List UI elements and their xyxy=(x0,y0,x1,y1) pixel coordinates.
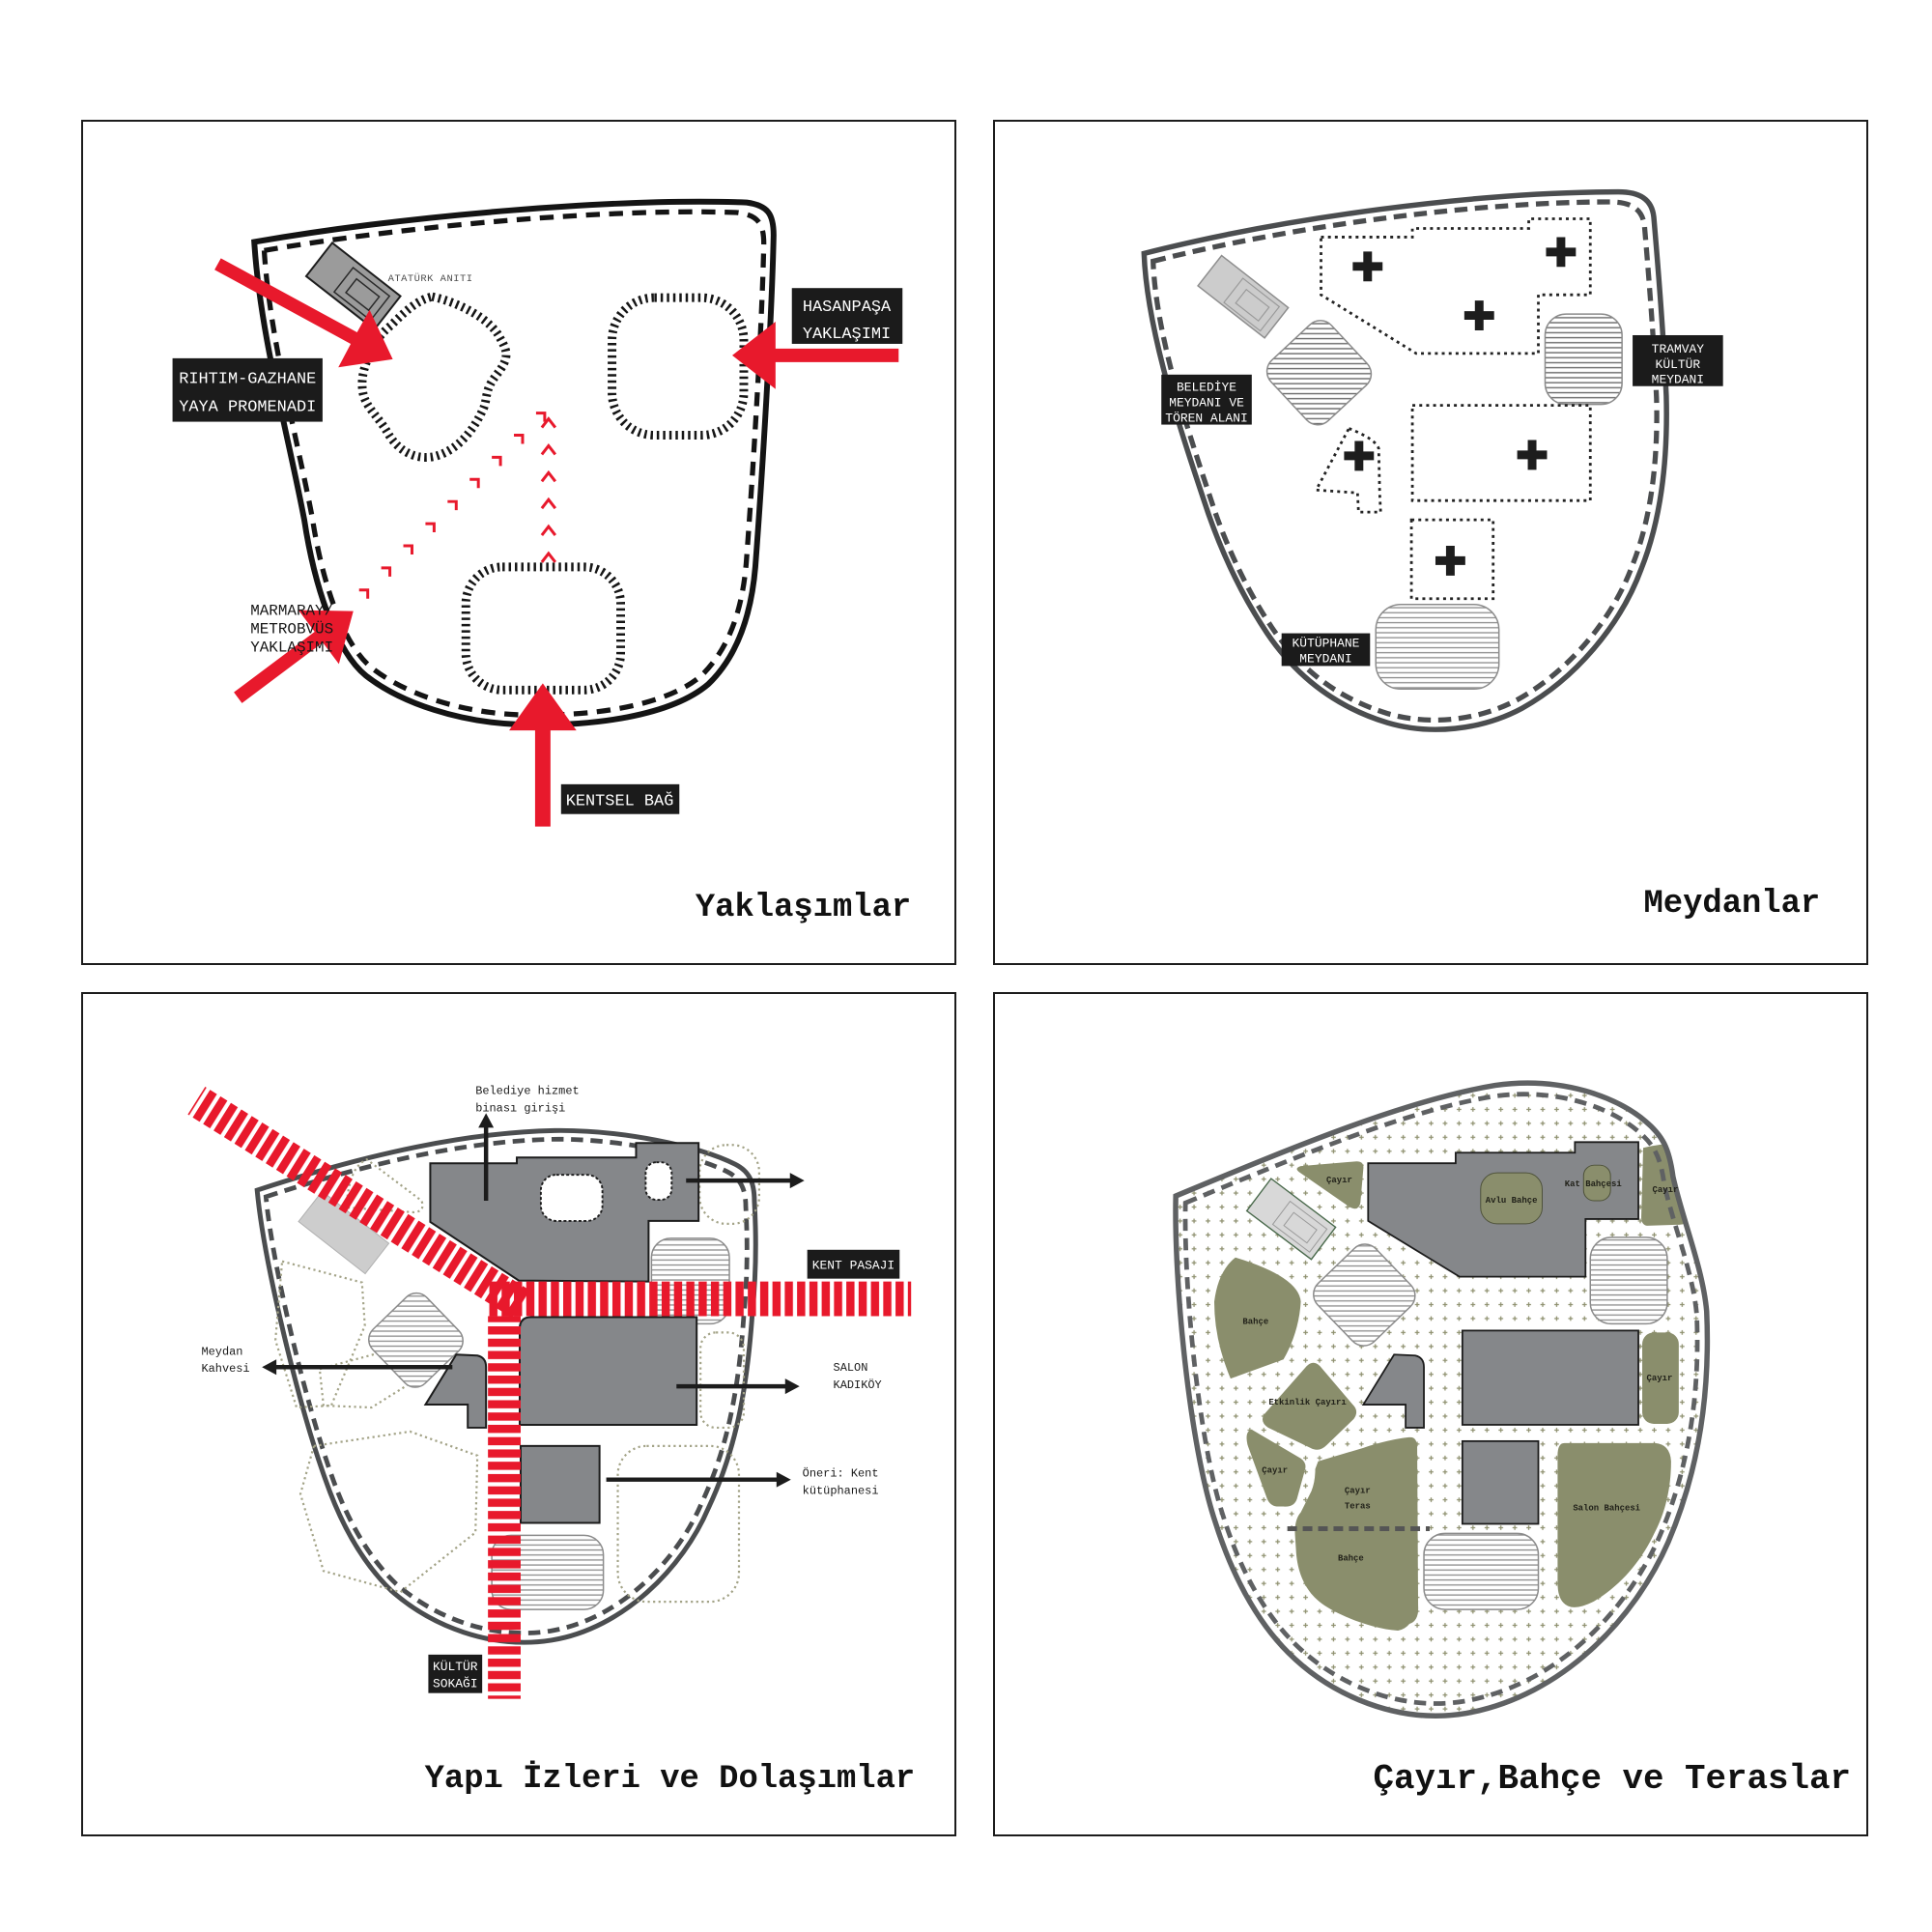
svg-text:Yapı İzleri ve Dolaşımlar: Yapı İzleri ve Dolaşımlar xyxy=(425,1761,916,1798)
svg-text:Teras: Teras xyxy=(1345,1502,1371,1512)
svg-text:KÜLTÜR: KÜLTÜR xyxy=(433,1660,478,1674)
svg-text:Salon Bahçesi: Salon Bahçesi xyxy=(1573,1504,1640,1514)
svg-text:ATATÜRK ANITI: ATATÜRK ANITI xyxy=(388,272,473,285)
svg-text:MEYDANI: MEYDANI xyxy=(1299,651,1351,666)
svg-text:MEYDANI: MEYDANI xyxy=(1652,373,1704,387)
svg-text:Çayır: Çayır xyxy=(1326,1176,1352,1185)
svg-text:Çayır: Çayır xyxy=(1345,1487,1371,1496)
svg-text:Yaklaşımlar: Yaklaşımlar xyxy=(696,890,911,926)
svg-text:SALON: SALON xyxy=(834,1361,868,1375)
svg-text:KÜTÜPHANE: KÜTÜPHANE xyxy=(1293,637,1360,651)
svg-text:KADIKÖY: KADIKÖY xyxy=(834,1378,882,1392)
svg-text:Kahvesi: Kahvesi xyxy=(201,1362,249,1376)
svg-text:METROBVÜS: METROBVÜS xyxy=(250,620,333,639)
svg-text:Etkinlik Çayırı: Etkinlik Çayırı xyxy=(1268,1398,1346,1407)
svg-text:Çayır: Çayır xyxy=(1653,1185,1679,1195)
svg-text:kütüphanesi: kütüphanesi xyxy=(803,1485,879,1498)
svg-text:Kat Bahçesi: Kat Bahçesi xyxy=(1565,1179,1622,1189)
svg-text:binası girişi: binası girişi xyxy=(475,1101,565,1115)
svg-text:Bahçe: Bahçe xyxy=(1338,1553,1364,1563)
svg-text:KENTSEL BAĞ: KENTSEL BAĞ xyxy=(566,792,674,811)
svg-text:SOKAĞI: SOKAĞI xyxy=(433,1677,478,1691)
svg-text:MARMARAY/: MARMARAY/ xyxy=(250,603,333,620)
svg-text:Çayır: Çayır xyxy=(1647,1374,1673,1383)
svg-text:Avlu Bahçe: Avlu Bahçe xyxy=(1486,1196,1538,1206)
svg-text:Öneri: Kent: Öneri: Kent xyxy=(803,1467,879,1481)
svg-text:Çayır,Bahçe ve Teraslar: Çayır,Bahçe ve Teraslar xyxy=(1374,1759,1852,1799)
svg-text:KÜLTÜR: KÜLTÜR xyxy=(1656,357,1701,372)
svg-text:YAKLAŞIMI: YAKLAŞIMI xyxy=(803,326,891,344)
svg-text:KENT PASAJI: KENT PASAJI xyxy=(812,1259,895,1273)
svg-text:BELEDİYE: BELEDİYE xyxy=(1177,381,1236,395)
svg-text:YAKLAŞIMI: YAKLAŞIMI xyxy=(250,639,333,656)
svg-text:TÖREN ALANI: TÖREN ALANI xyxy=(1165,412,1247,426)
svg-text:TRAMVAY: TRAMVAY xyxy=(1652,342,1705,356)
svg-text:Çayır: Çayır xyxy=(1262,1466,1288,1476)
svg-text:Bahçe: Bahçe xyxy=(1242,1317,1268,1326)
svg-text:HASANPAŞA: HASANPAŞA xyxy=(803,298,892,317)
svg-text:RIHTIM-GAZHANE: RIHTIM-GAZHANE xyxy=(179,371,316,389)
svg-text:MEYDANI VE: MEYDANI VE xyxy=(1169,396,1244,411)
svg-text:Meydanlar: Meydanlar xyxy=(1643,886,1820,923)
svg-text:Belediye hizmet: Belediye hizmet xyxy=(475,1085,579,1098)
svg-text:YAYA PROMENADI: YAYA PROMENADI xyxy=(179,399,316,417)
svg-text:Meydan: Meydan xyxy=(201,1345,242,1358)
